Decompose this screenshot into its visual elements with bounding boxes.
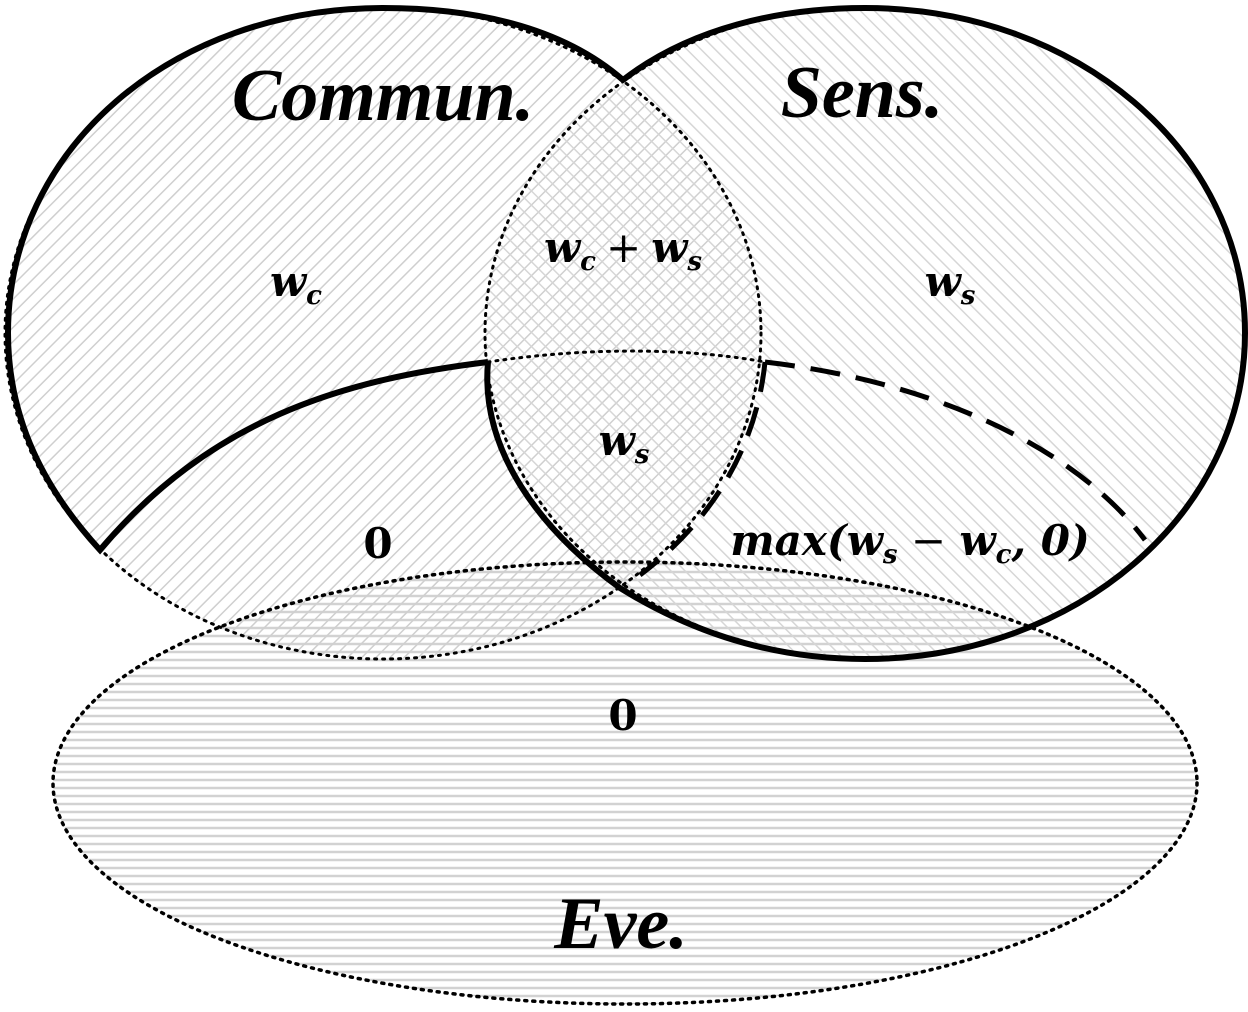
- label-sens-eve: max(ws − wc, 0): [730, 516, 1090, 570]
- label-comm-only: wc: [270, 257, 322, 311]
- comm-dashed-boundary: [764, 359, 1147, 542]
- eve-fill: [53, 562, 1197, 1004]
- eve-outline-dotted: [51, 560, 1199, 1006]
- label-sens-only: ws: [925, 257, 976, 311]
- sens-outline-solid: [484, 4, 1248, 663]
- eve-set-title: Eve.: [553, 883, 688, 965]
- label-all-three: ws: [599, 416, 650, 470]
- sens-fill: [485, 7, 1245, 659]
- label-comm-eve: 0: [363, 519, 392, 568]
- label-eve-only: 0: [608, 691, 637, 740]
- comm-outline-solid: [4, 4, 625, 555]
- comm-inner-arc-dotted: [486, 349, 767, 364]
- sens-set-title: Sens.: [781, 52, 943, 134]
- comm-set-title: Commun.: [232, 55, 534, 137]
- label-comm-sens: wc+ws: [544, 223, 702, 277]
